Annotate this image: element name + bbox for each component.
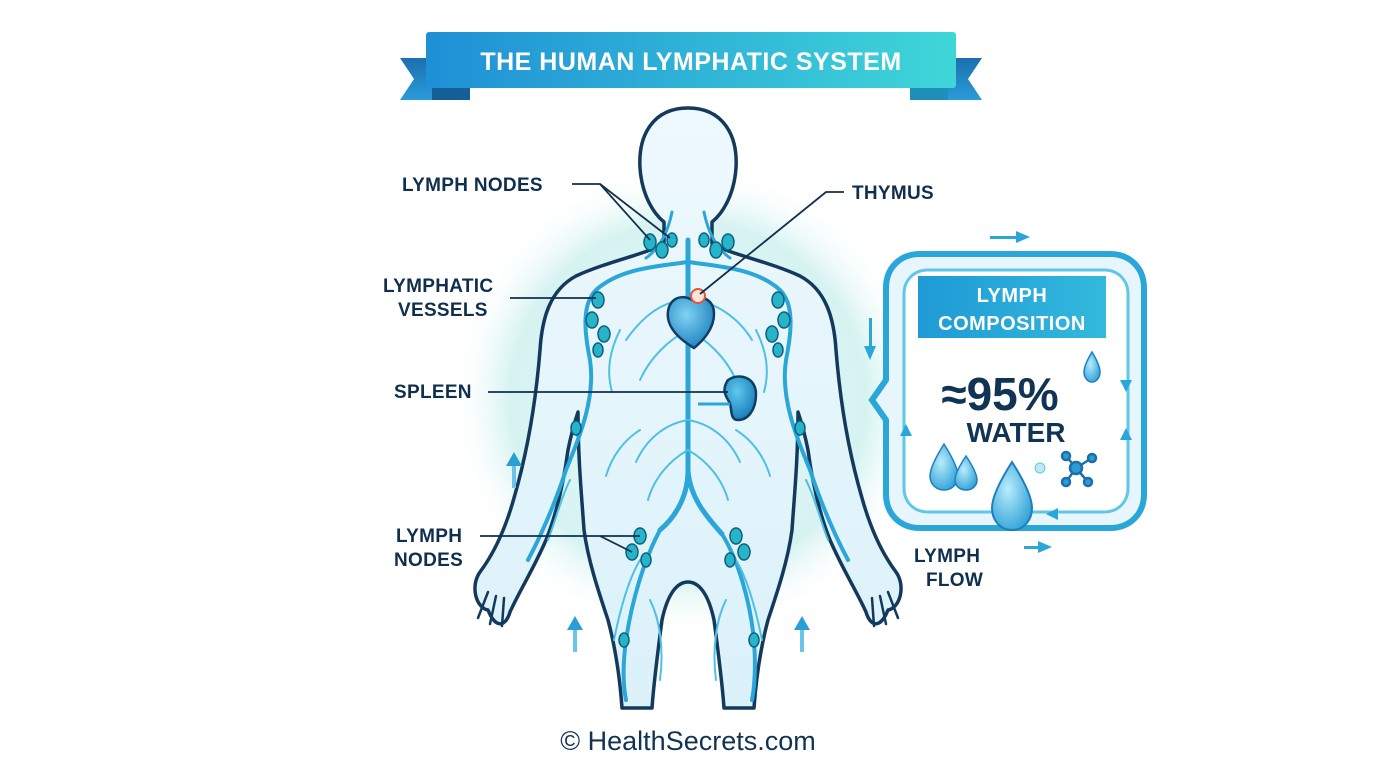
panel-flow-arrows (864, 231, 1132, 553)
label-lymph-nodes-bottom-line2: NODES (394, 550, 463, 571)
heart-shape (666, 295, 716, 350)
banner-fold-right (910, 88, 948, 100)
water-drop-icon (1083, 350, 1101, 383)
panel-value: ≈95% (941, 368, 1058, 420)
bubble-icon (1034, 462, 1046, 474)
node-groin-right-3 (724, 552, 736, 568)
node-neck-1 (643, 233, 657, 251)
node-knee-left (618, 632, 630, 648)
node-axilla-right-3 (765, 325, 779, 343)
leader-thymus (699, 191, 844, 295)
node-neck-3 (666, 232, 678, 248)
flow-arrows-body (506, 452, 810, 652)
neck-vessel-right (702, 210, 732, 260)
node-axilla-right-1 (771, 291, 785, 309)
shoulder-vessel-right (686, 260, 850, 562)
thoracic-duct (657, 237, 725, 537)
label-lymph-flow-line1: LYMPH (914, 546, 980, 567)
node-axilla-right-2 (777, 311, 791, 329)
neck-vessel-left (644, 210, 674, 260)
right-hand-fingers (870, 590, 900, 628)
shoulder-vessel-left (526, 260, 690, 562)
label-lymph-nodes-bottom-line1: LYMPH (396, 526, 462, 547)
footer-credit: © HealthSecrets.com (560, 726, 816, 756)
spleen-organ (723, 375, 758, 422)
flow-arrow-icon (1120, 428, 1132, 440)
node-neck-4 (698, 232, 710, 248)
node-axilla-left-3 (597, 325, 611, 343)
node-axilla-left-1 (591, 291, 605, 309)
label-lymphatic-line2: VESSELS (398, 300, 488, 321)
flow-arrow-icon (900, 424, 912, 436)
water-drop-icon (954, 454, 978, 491)
flow-arrow-icon (990, 231, 1030, 243)
page-title: THE HUMAN LYMPHATIC SYSTEM (480, 48, 901, 76)
flow-arrow-icon (864, 318, 876, 360)
node-knee-right (748, 632, 760, 648)
heart-icon (666, 288, 716, 350)
node-groin-left-3 (640, 552, 652, 568)
banner-tail-right (948, 58, 982, 100)
leader-lymph-nodes-top-b (599, 183, 671, 239)
node-groin-right-2 (737, 543, 751, 561)
flow-arrow-icon (506, 452, 522, 488)
banner-fold-left (432, 88, 470, 100)
flow-arrow-icon (567, 616, 583, 652)
banner-tail-left (400, 58, 432, 100)
flow-arrow-icon (794, 616, 810, 652)
lymph-nodes (570, 232, 806, 648)
banner-body (426, 32, 956, 88)
label-spleen: SPLEEN (394, 382, 472, 403)
water-drop-icon (929, 442, 959, 491)
leader-lines (480, 183, 844, 553)
node-neck-2 (655, 241, 669, 259)
left-hand-fingers (476, 590, 506, 628)
molecule-icon (1060, 450, 1098, 488)
label-lymph-flow-line2: FLOW (926, 570, 983, 591)
panel-heading-bg (918, 276, 1106, 338)
node-axilla-right-4 (772, 342, 784, 358)
node-elbow-left (570, 420, 582, 436)
flow-arrow-icon (1120, 380, 1132, 392)
title-banner: THE HUMAN LYMPHATIC SYSTEM (400, 32, 982, 100)
composition-panel: LYMPH COMPOSITION ≈95% WATER (864, 231, 1147, 553)
node-groin-right-1 (729, 527, 743, 545)
label-thymus: THYMUS (852, 183, 934, 204)
node-elbow-right (794, 420, 806, 436)
node-neck-5 (709, 241, 723, 259)
label-lymphatic-line1: LYMPHATIC (383, 276, 493, 297)
flow-arrow-icon (1024, 541, 1052, 553)
flow-arrow-icon (1046, 508, 1058, 520)
panel-value-label: WATER (966, 417, 1065, 448)
node-neck-6 (721, 233, 735, 251)
label-lymph-nodes-top: LYMPH NODES (402, 175, 543, 196)
panel-heading-line1: LYMPH (977, 285, 1048, 307)
node-axilla-left-4 (592, 342, 604, 358)
panel-heading-line2: COMPOSITION (938, 313, 1086, 335)
node-axilla-left-2 (585, 311, 599, 329)
water-drop-icon (990, 460, 1034, 532)
